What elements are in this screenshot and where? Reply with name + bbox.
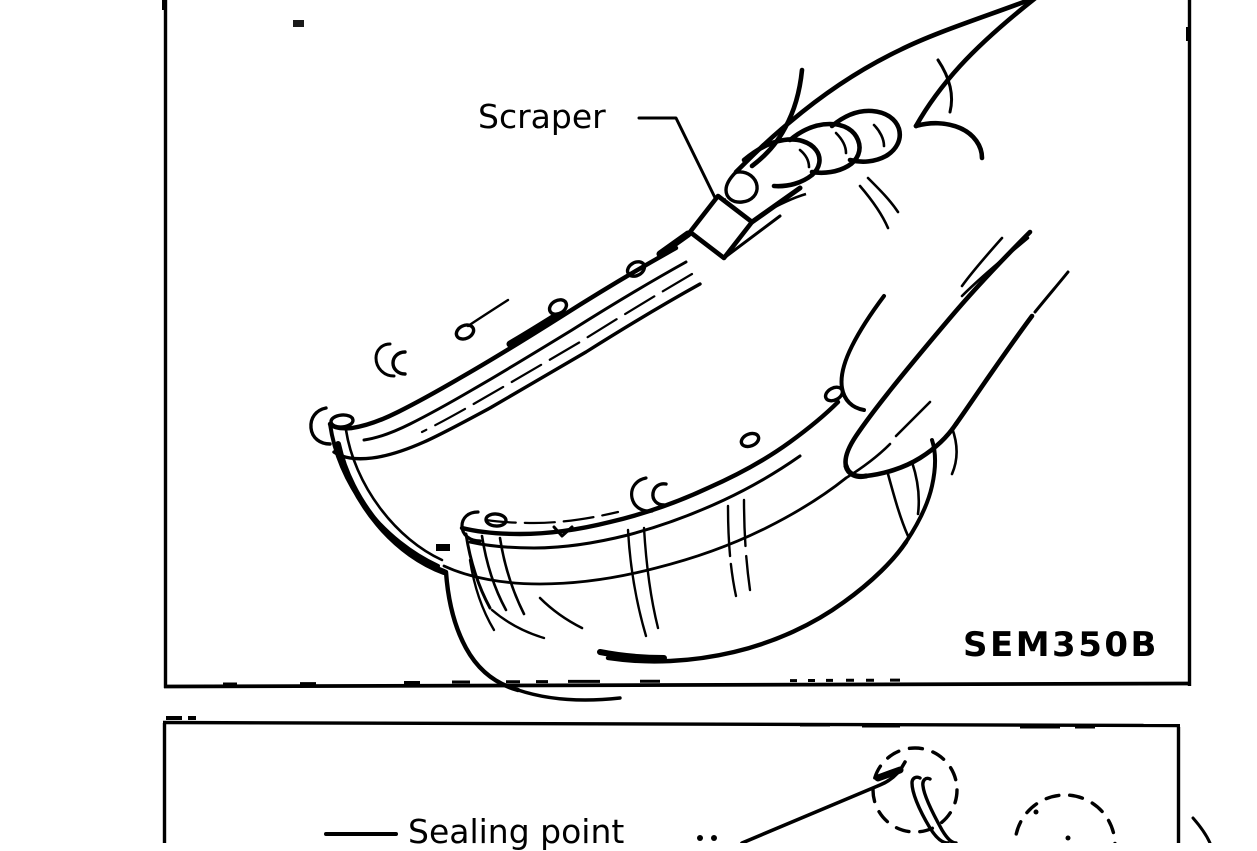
sealing-point-diagram — [324, 746, 1212, 843]
panel-sealing-frame — [162, 716, 1181, 843]
scraper-label: Scraper — [478, 97, 606, 136]
flange-bolt-holes-lower — [484, 385, 845, 528]
oil-pan-drawing — [309, 245, 937, 702]
figure-id-sem350b: SEM350B — [963, 625, 1159, 665]
scraper-tool — [656, 185, 807, 261]
flange-bolt-holes-upper — [329, 260, 647, 429]
left-hand-drawing — [724, 0, 1037, 230]
sealing-point-label: Sealing point — [408, 812, 625, 851]
scan-speck — [293, 20, 304, 27]
panel-scraping-frame — [162, 0, 1192, 689]
right-hand-drawing — [839, 229, 1070, 538]
